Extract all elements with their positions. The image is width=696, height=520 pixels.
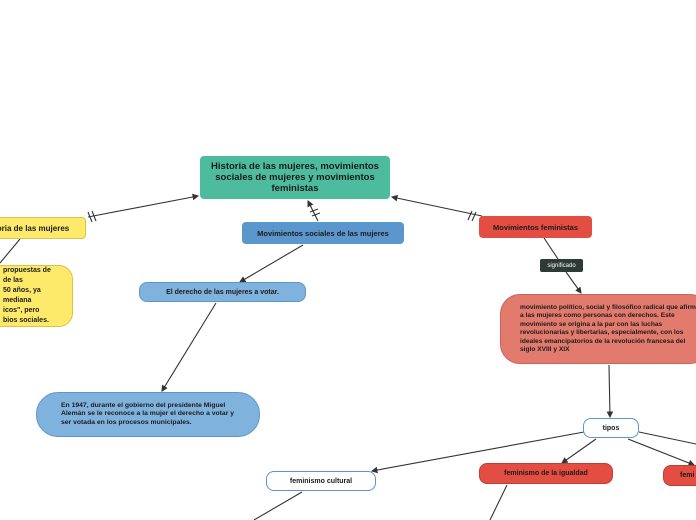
historia-note-text: propuestas de de las 50 años, ya mediana… — [3, 267, 51, 324]
historia-mujeres-node[interactable]: oria de las mujeres — [0, 217, 86, 239]
feminismo-definition-node[interactable]: movimiento político, social y filosófico… — [500, 294, 696, 364]
movimientos-sociales-node[interactable]: Movimientos sociales de las mujeres — [242, 222, 404, 244]
significado-text: significado — [547, 262, 576, 269]
movimientos-sociales-label: Movimientos sociales de las mujeres — [257, 228, 389, 238]
tipos-node[interactable]: tipos — [583, 418, 639, 438]
edge-mark-movsoc — [309, 208, 321, 217]
edge-derecho-note — [161, 302, 217, 392]
edge-tipos-far-right — [638, 431, 696, 445]
derecho-voto-node[interactable]: El derecho de las mujeres a votar. — [139, 282, 306, 302]
edge-tipos-right — [627, 438, 696, 467]
edge-igualdad-down — [489, 484, 508, 520]
edge-significado-definition — [565, 271, 582, 294]
feminismo-definition-text: movimiento político, social y filosófico… — [520, 303, 696, 354]
historia-note-node[interactable]: propuestas de de las 50 años, ya mediana… — [0, 265, 73, 327]
significado-link-label: significado — [540, 259, 583, 272]
feminismo-type-node-partial[interactable]: femi — [663, 465, 696, 486]
edge-definition-tipos — [606, 364, 614, 419]
feminismo-igualdad-node[interactable]: feminismo de la igualdad — [479, 463, 613, 484]
derecho-voto-note-node[interactable]: En 1947, durante el gobierno del preside… — [36, 392, 260, 437]
edge-root-historia — [87, 193, 200, 218]
edge-mark-movfem — [467, 210, 477, 222]
movimientos-feministas-label: Movimientos feministas — [492, 222, 579, 232]
edge-movfem-significado — [543, 237, 559, 260]
derecho-voto-note-text: En 1947, durante el gobierno del preside… — [61, 401, 235, 426]
edge-mark-historia — [87, 210, 97, 223]
edge-tipos-igualdad — [561, 438, 597, 464]
feminismo-cultural-label: feminismo cultural — [289, 477, 353, 485]
derecho-voto-label: El derecho de las mujeres a votar. — [166, 288, 279, 296]
feminismo-type-partial-label: femi — [680, 472, 695, 479]
edge-root-movfem — [390, 194, 483, 217]
feminismo-igualdad-label: feminismo de la igualdad — [504, 470, 588, 477]
edge-movsoc-derecho — [239, 244, 304, 283]
root-topic-label: Historia de las mujeres, movimientos soc… — [211, 161, 379, 194]
edge-tipos-cultural — [370, 431, 585, 474]
edge-cultural-down — [253, 491, 303, 520]
movimientos-feministas-node[interactable]: Movimientos feministas — [479, 216, 592, 238]
feminismo-cultural-node[interactable]: feminismo cultural — [266, 471, 376, 491]
root-topic-node[interactable]: Historia de las mujeres, movimientos soc… — [200, 156, 390, 199]
tipos-label: tipos — [602, 424, 620, 432]
historia-mujeres-label: oria de las mujeres — [0, 223, 70, 233]
edge-historia-note — [0, 238, 21, 264]
